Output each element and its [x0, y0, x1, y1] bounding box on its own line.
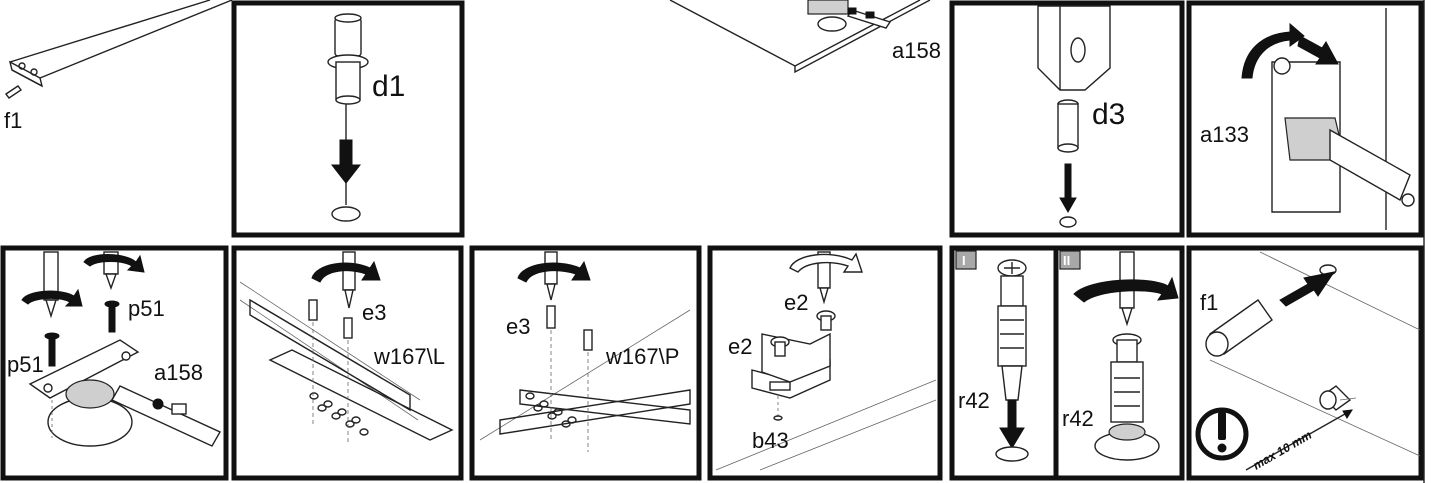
dimension-line — [1245, 409, 1353, 471]
label-r42-II: r42 — [1062, 406, 1094, 431]
rotate-arrow-outline-icon — [789, 252, 863, 273]
label-b43: b43 — [752, 428, 789, 453]
drill-bit-block — [1037, 5, 1111, 91]
connector-d1 — [327, 13, 369, 105]
rotate-arrow-icon — [1073, 276, 1179, 303]
board-with-hinge-top — [669, 0, 931, 74]
rotate-arrow-icon — [1241, 22, 1305, 79]
label-e2-left: e2 — [728, 334, 752, 359]
exclamation-circle-icon — [1195, 407, 1249, 461]
connector-d3 — [1057, 99, 1079, 153]
panel-b43-plate — [707, 245, 943, 481]
panel-d3 — [949, 0, 1185, 238]
label-f1-top: f1 — [4, 108, 22, 133]
label-e3-left-panel: e3 — [362, 300, 386, 325]
arrow-down-icon — [330, 139, 362, 184]
hole-target — [995, 446, 1029, 462]
screw-e3 — [546, 305, 593, 351]
label-r42-I: r42 — [958, 388, 990, 413]
label-a158-top: a158 — [892, 38, 941, 63]
step-label-II: II — [1063, 253, 1070, 268]
hole-target — [331, 206, 361, 222]
mounting-plate-b43 — [751, 332, 831, 399]
label-d3: d3 — [1092, 98, 1125, 131]
screwdriver-e3-left — [342, 251, 356, 309]
drill-holes-grid — [309, 392, 369, 436]
runner-w167-right — [479, 309, 691, 441]
panel-d1 — [231, 0, 465, 238]
arrow-down-icon — [1059, 163, 1077, 214]
rotate-arrow-icon — [517, 260, 591, 283]
connector-r42-step-I — [997, 259, 1027, 401]
label-f1-bottom: f1 — [1200, 290, 1218, 315]
label-max-10mm: max 10 mm — [1251, 428, 1315, 473]
panel-r42-step-II — [1053, 245, 1185, 481]
rotate-arrow-icon — [311, 260, 381, 283]
label-a133: a133 — [1200, 122, 1249, 147]
arrow-right-icon — [1297, 35, 1339, 65]
drill-holes-grid — [525, 392, 577, 428]
screw-e3 — [308, 299, 353, 339]
step-label-I: I — [962, 253, 966, 268]
hole-target — [1059, 216, 1077, 228]
board-with-dowel-holes — [8, 0, 233, 88]
panel-f1-dowel — [1186, 245, 1424, 481]
arrow-down-icon — [999, 399, 1025, 449]
label-e3-right-panel: e3 — [506, 314, 530, 339]
dowel-f1 — [1205, 299, 1273, 357]
dowel-protruding — [1319, 385, 1357, 411]
hinge-a158 — [28, 339, 221, 447]
rotate-arrow-icon — [21, 254, 145, 307]
step-badge-II — [1059, 250, 1081, 270]
panel-w167-left — [231, 245, 464, 481]
label-d1: d1 — [372, 70, 405, 103]
arrow-right-icon — [1279, 271, 1336, 307]
screwdriver-e3-right — [544, 251, 558, 301]
dowel-f1 — [4, 85, 23, 99]
label-e2-top: e2 — [784, 290, 808, 315]
connector-r42-step-II — [1094, 333, 1160, 461]
label-w167-L: w167\L — [373, 344, 445, 369]
label-p51-right: p51 — [128, 296, 165, 321]
screwdriver-left — [43, 251, 59, 319]
label-a158-bottom: a158 — [154, 360, 203, 385]
panel-p51-hinge — [0, 245, 229, 481]
runner-w167-left — [239, 281, 454, 441]
label-w167-P: w167\P — [605, 344, 679, 369]
panel-w167-right — [469, 245, 702, 481]
label-p51-left: p51 — [7, 352, 44, 377]
panel-a133 — [1186, 0, 1424, 238]
hinge-a133 — [1271, 57, 1415, 213]
screw-e2 — [770, 310, 836, 357]
screw-p51 — [44, 300, 120, 367]
step-badge-I — [955, 250, 977, 270]
